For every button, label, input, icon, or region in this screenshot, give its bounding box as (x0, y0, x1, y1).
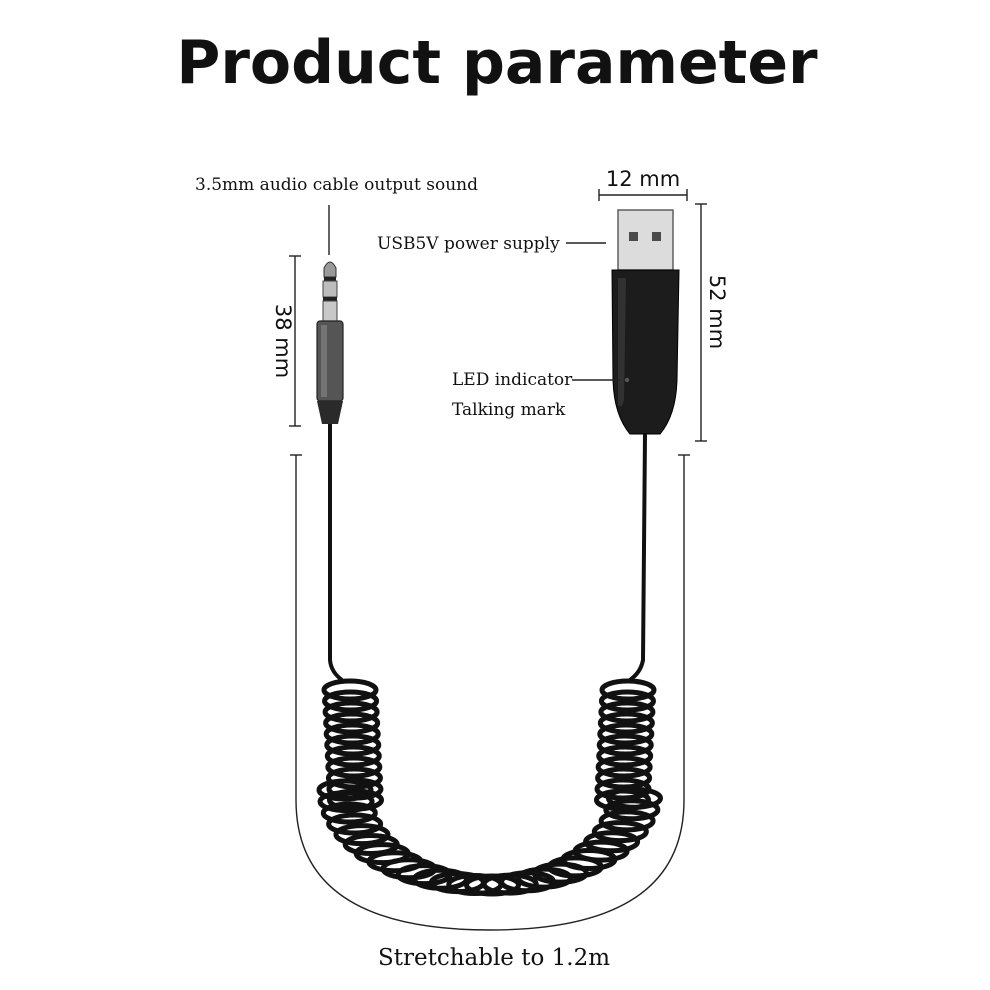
talking-mark-label: Talking mark (452, 400, 566, 420)
stretch-label: Stretchable to 1.2m (378, 945, 610, 971)
coil-loop (316, 778, 374, 802)
coil-loop (599, 678, 657, 702)
coil-loop (325, 766, 383, 790)
usb-power-label: USB5V power supply (377, 234, 560, 254)
jack-length-label: 38 mm (271, 304, 295, 378)
coil-loop (326, 812, 384, 836)
coil-loop (322, 689, 380, 713)
coil-loop (598, 809, 656, 833)
usb-length-dimension: 52 mm (695, 203, 729, 442)
jack-cable (328, 424, 344, 682)
led-indicator-label: LED indicator (452, 370, 573, 390)
coil-loop (323, 711, 381, 735)
coil-loop (322, 700, 380, 724)
coil-loop (591, 820, 649, 844)
usb-cable (628, 433, 647, 682)
coil-loop (325, 755, 383, 779)
coil-loop (320, 801, 378, 825)
usb-connector (611, 209, 680, 435)
coil-loop (333, 823, 391, 847)
audio-jack-plug (316, 261, 344, 424)
led-indicator-dot (624, 377, 630, 383)
coil-loop (324, 733, 382, 757)
stretch-bracket (295, 455, 685, 931)
coil-loop (323, 722, 381, 746)
jack-dimension: 38 mm (271, 255, 301, 427)
usb-width-label: 12 mm (606, 167, 680, 191)
coil-loop (598, 700, 656, 724)
coil-loop (321, 678, 379, 702)
coil-loop (596, 733, 654, 757)
page-title: Product parameter (176, 28, 818, 98)
coil-loop (594, 788, 651, 812)
usb-length-label: 52 mm (705, 275, 729, 349)
coiled-cable (316, 678, 663, 897)
jack-output-label: 3.5mm audio cable output sound (195, 175, 478, 195)
coil-loop (324, 744, 382, 768)
coil-loop (597, 711, 655, 735)
coil-loop (598, 689, 656, 713)
coil-loop (595, 766, 653, 790)
coil-loop (594, 777, 652, 801)
coil-loop (596, 744, 654, 768)
coil-loop (603, 798, 661, 822)
coil-loop (595, 755, 653, 779)
coil-loop (583, 830, 641, 854)
usb-width-dimension: 12 mm (598, 167, 688, 201)
coil-loop (317, 790, 375, 814)
coil-loop (597, 722, 655, 746)
